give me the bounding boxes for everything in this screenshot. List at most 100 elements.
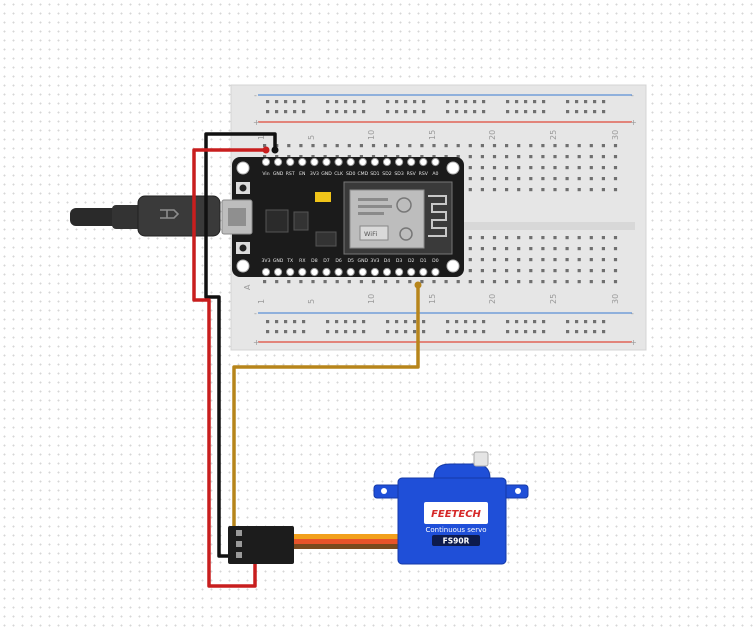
breadboard-hole bbox=[275, 330, 279, 334]
breadboard-hole bbox=[326, 320, 330, 324]
breadboard-hole bbox=[413, 110, 417, 114]
breadboard-hole bbox=[408, 155, 412, 159]
servo-model: FS90R bbox=[443, 537, 470, 546]
breadboard-hole bbox=[541, 177, 545, 181]
breadboard-hole bbox=[335, 320, 339, 324]
mounting-hole-icon bbox=[381, 488, 387, 494]
connector-pin-icon bbox=[236, 530, 242, 536]
breadboard-hole bbox=[524, 100, 528, 104]
breadboard-hole bbox=[302, 330, 306, 334]
breadboard-hole bbox=[362, 330, 366, 334]
breadboard-hole bbox=[396, 280, 400, 284]
breadboard-hole bbox=[353, 330, 357, 334]
pin-label: D0 bbox=[432, 258, 439, 264]
breadboard-hole bbox=[542, 330, 546, 334]
breadboard-hole bbox=[575, 320, 579, 324]
breadboard-hole bbox=[566, 330, 570, 334]
header-pin-icon bbox=[382, 267, 392, 277]
top-rail-holes bbox=[266, 100, 606, 114]
breadboard-hole bbox=[432, 280, 436, 284]
breadboard-hole bbox=[565, 247, 569, 251]
servo-lead-signal bbox=[292, 534, 398, 539]
breadboard-hole bbox=[480, 177, 484, 181]
breadboard-hole bbox=[577, 247, 581, 251]
pin-label: SD2 bbox=[382, 171, 391, 177]
breadboard-hole bbox=[480, 247, 484, 251]
header-pin-icon bbox=[395, 157, 404, 167]
mounting-hole-icon bbox=[446, 259, 460, 273]
breadboard-hole bbox=[529, 269, 533, 273]
breadboard-hole bbox=[613, 258, 618, 262]
breadboard-hole bbox=[541, 280, 545, 284]
breadboard-hole bbox=[456, 280, 460, 284]
breadboard-hole bbox=[589, 177, 593, 181]
top-pin-header bbox=[261, 157, 440, 167]
breadboard-hole bbox=[506, 320, 510, 324]
breadboard-hole bbox=[492, 177, 497, 181]
servo-lead-power bbox=[292, 539, 398, 544]
breadboard-hole bbox=[553, 280, 557, 284]
breadboard-hole bbox=[553, 269, 557, 273]
breadboard-hole bbox=[515, 110, 519, 114]
breadboard-hole bbox=[344, 320, 348, 324]
breadboard-hole bbox=[492, 236, 497, 240]
flash-button-cap-icon bbox=[239, 244, 247, 252]
breadboard-hole bbox=[577, 188, 581, 192]
header-pin-icon bbox=[370, 157, 379, 167]
connector-pin-icon bbox=[236, 552, 242, 558]
breadboard-hole bbox=[613, 269, 618, 273]
breadboard-hole bbox=[584, 100, 588, 104]
breadboard-hole bbox=[505, 247, 509, 251]
breadboard-hole bbox=[302, 320, 306, 324]
breadboard-hole bbox=[575, 100, 579, 104]
breadboard-hole bbox=[577, 269, 581, 273]
breadboard-hole bbox=[468, 247, 472, 251]
breadboard-hole bbox=[347, 280, 351, 284]
header-pin-icon bbox=[346, 267, 355, 277]
breadboard-hole bbox=[529, 280, 533, 284]
breadboard-hole bbox=[584, 110, 588, 114]
breadboard-hole bbox=[384, 144, 388, 148]
breadboard-hole bbox=[384, 155, 388, 159]
pin-label: 3V3 bbox=[262, 258, 271, 264]
pin-label: SD1 bbox=[370, 171, 379, 177]
mounting-hole-icon bbox=[515, 488, 521, 494]
breadboard-hole bbox=[589, 166, 593, 170]
bottom-pin-header bbox=[261, 267, 440, 277]
breadboard-hole bbox=[284, 320, 288, 324]
rail-plus-sign-tl: + bbox=[253, 118, 260, 127]
header-pin-icon bbox=[334, 267, 343, 277]
breadboard-hole bbox=[589, 144, 593, 148]
breadboard-hole bbox=[275, 280, 279, 284]
breadboard-hole bbox=[347, 155, 351, 159]
breadboard-hole bbox=[529, 144, 533, 148]
breadboard-hole bbox=[480, 144, 484, 148]
header-pin-icon bbox=[395, 267, 404, 277]
breadboard-hole bbox=[517, 177, 521, 181]
breadboard-hole bbox=[480, 269, 484, 273]
header-pin-icon bbox=[431, 157, 440, 167]
breadboard-hole bbox=[601, 166, 605, 170]
rail-plus-sign-bl: + bbox=[253, 338, 260, 347]
breadboard-hole bbox=[505, 269, 509, 273]
rail-minus-sign-tl: - bbox=[254, 91, 257, 100]
breadboard-hole bbox=[468, 236, 472, 240]
breadboard-hole bbox=[553, 166, 557, 170]
breadboard-hole bbox=[468, 166, 472, 170]
col-number: 15 bbox=[428, 130, 437, 140]
breadboard-hole bbox=[480, 258, 484, 262]
breadboard-hole bbox=[529, 155, 533, 159]
usb-cable-strain-relief bbox=[112, 205, 142, 229]
breadboard-hole bbox=[266, 320, 270, 324]
header-pin-icon bbox=[358, 267, 367, 277]
breadboard-hole bbox=[455, 320, 459, 324]
breadboard-hole bbox=[542, 100, 546, 104]
breadboard-hole bbox=[302, 100, 306, 104]
breadboard-hole bbox=[446, 320, 450, 324]
breadboard-hole bbox=[541, 155, 545, 159]
usb-cable bbox=[70, 195, 221, 237]
servo-model-badge bbox=[432, 535, 480, 546]
header-pin-icon bbox=[358, 157, 367, 167]
